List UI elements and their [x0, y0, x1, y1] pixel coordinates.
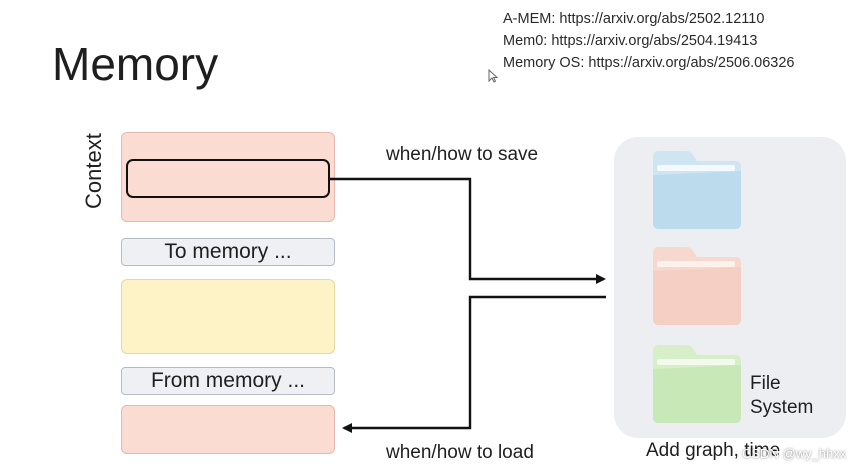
file-system-label-line2: System [750, 397, 814, 418]
reference-mem0: Mem0: https://arxiv.org/abs/2504.19413 [503, 33, 758, 49]
reference-memory-os: Memory OS: https://arxiv.org/abs/2506.06… [503, 55, 795, 71]
load-arrow-label: when/how to load [386, 442, 534, 463]
mouse-cursor-icon [488, 69, 498, 83]
load-arrow [342, 295, 606, 433]
reference-list: A-MEM: https://arxiv.org/abs/2502.12110 … [503, 8, 795, 74]
save-arrow-label: when/how to save [386, 144, 539, 165]
folder-icon [653, 247, 741, 325]
from-memory-block: From memory ... [121, 367, 335, 395]
slide-title: Memory [52, 38, 219, 90]
reference-a-mem: A-MEM: https://arxiv.org/abs/2502.12110 [503, 11, 765, 27]
context-selected-segment [126, 159, 330, 198]
save-arrow [330, 177, 606, 284]
to-memory-block: To memory ... [121, 238, 335, 266]
graph-time-label: Add graph, time [646, 440, 781, 461]
memory-content-block [121, 279, 335, 354]
folder-icon [653, 345, 741, 423]
file-system-label-line1: File [750, 373, 781, 394]
loaded-context-block [121, 405, 335, 454]
file-system-label: File System [750, 372, 813, 420]
folder-icon [653, 151, 741, 229]
watermark: CSDN @wy_hhxx [742, 446, 847, 461]
